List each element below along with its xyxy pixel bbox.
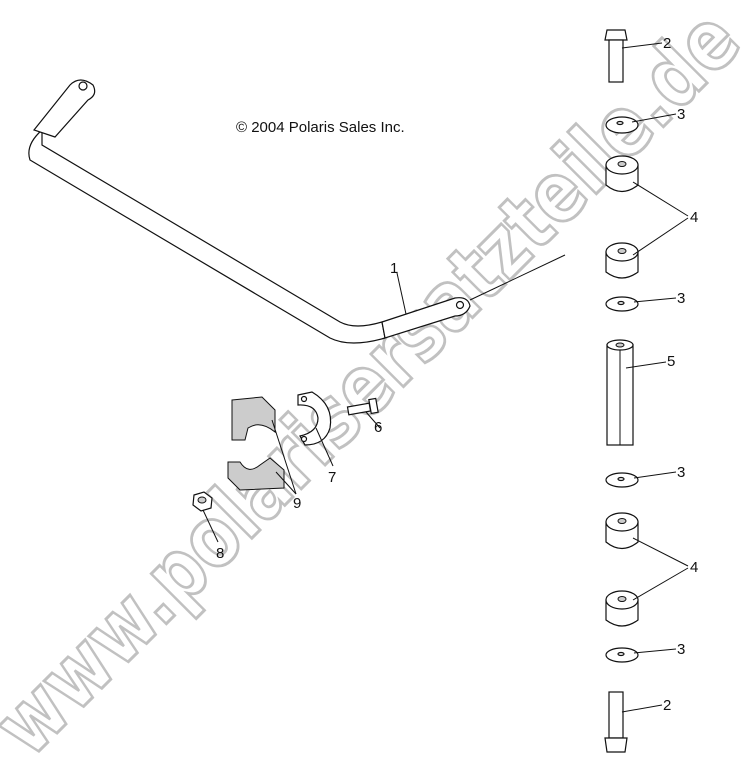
callout-1: 1 [390, 260, 398, 277]
bushing [605, 512, 639, 550]
callout-3-a: 3 [677, 106, 685, 123]
stabilizer-bar [28, 79, 566, 344]
callout-6: 6 [374, 419, 382, 436]
callout-2-top: 2 [663, 35, 671, 52]
washer [605, 116, 639, 134]
callout-9: 9 [293, 495, 301, 512]
bolt-top [604, 29, 628, 83]
clamp [297, 391, 332, 446]
small-bolt [346, 397, 379, 416]
callout-5: 5 [667, 353, 675, 370]
leader-1 [396, 272, 407, 315]
callout-3-b: 3 [677, 290, 685, 307]
callout-8: 8 [216, 545, 224, 562]
callout-2-bottom: 2 [663, 697, 671, 714]
callout-7: 7 [328, 469, 336, 486]
bushing [605, 242, 639, 279]
copyright-text: © 2004 Polaris Sales Inc. [236, 119, 405, 136]
bushing [605, 590, 639, 627]
washer [605, 647, 639, 663]
callout-3-c: 3 [677, 464, 685, 481]
callout-4-b: 4 [690, 559, 698, 576]
washer [605, 472, 639, 488]
nut [192, 491, 213, 512]
hex-spacer [606, 339, 634, 446]
callout-3-d: 3 [677, 641, 685, 658]
callout-4-a: 4 [690, 209, 698, 226]
washer [605, 296, 639, 312]
bushing [605, 155, 639, 193]
bolt-bottom [604, 691, 628, 753]
bar-bushing [227, 396, 285, 491]
